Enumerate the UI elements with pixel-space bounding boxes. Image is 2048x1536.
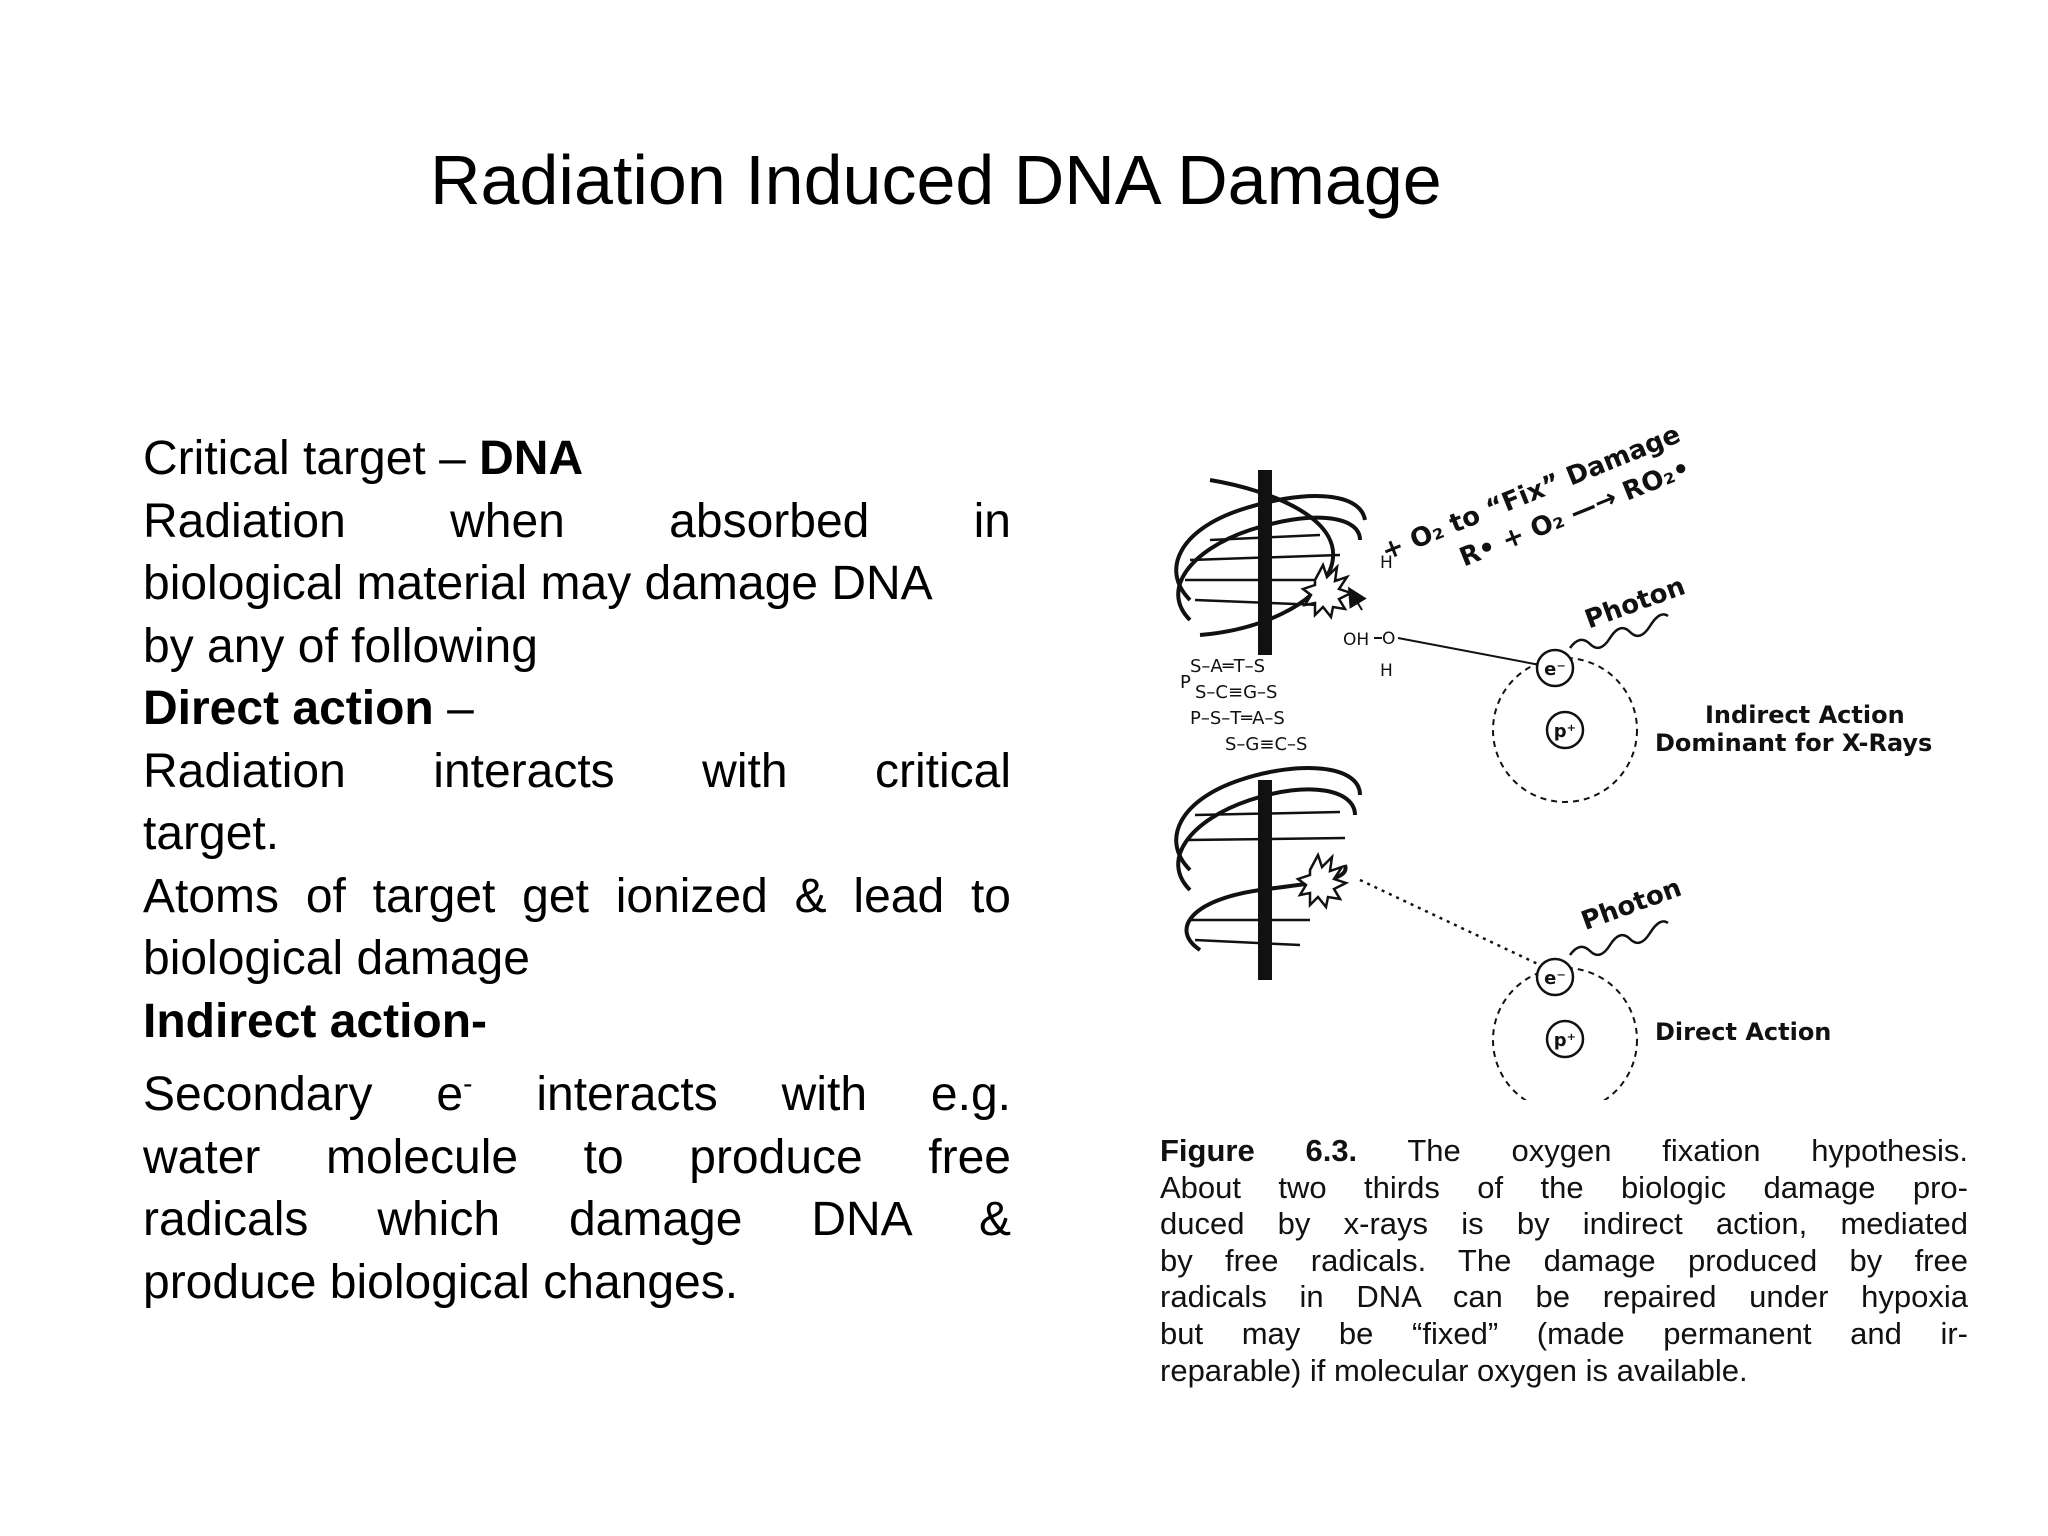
electron-label-upper: e⁻ (1544, 659, 1566, 680)
atom-lower: e⁻ p⁺ (1492, 957, 1638, 1100)
critical-target-prefix: Critical target – (143, 432, 480, 485)
o-label: O (1382, 629, 1395, 649)
caption-line-3: duced by x-rays is by indirect action, m… (1160, 1206, 1968, 1242)
proton-label-upper: p⁺ (1554, 721, 1576, 742)
slide-title: Radiation Induced DNA Damage (430, 141, 1442, 219)
electron-label-lower: e⁻ (1544, 968, 1566, 989)
direct-path-dotted (1359, 878, 1541, 967)
critical-target-line: Critical target – DNA (143, 428, 1011, 491)
dna-helix-upper (1174, 470, 1367, 655)
figure-number: Figure 6.3. (1160, 1133, 1358, 1168)
base-pair-1: S–A═T–S (1190, 656, 1265, 677)
critical-target-dna: DNA (479, 432, 584, 485)
indirect-action-heading-line: Indirect action- (143, 991, 1011, 1054)
photon-wave-upper (1568, 613, 1669, 650)
damage-burst-upper (1300, 561, 1355, 620)
oxygen-fixation-figure: S–A═T–S S–C≡G–S P–S–T═A–S S–G≡C–S P + O (1150, 420, 1980, 1100)
photon-wave-lower (1568, 920, 1669, 957)
proton-label-lower: p⁺ (1554, 1030, 1576, 1051)
indirect-line-1-a: Secondary e (143, 1068, 464, 1121)
indirect-line-3: radicals which damage DNA & (143, 1193, 1011, 1246)
direct-line-4: biological damage (143, 932, 530, 985)
direct-line-2: target. (143, 807, 280, 860)
caption-line-5: radicals in DNA can be repaired under hy… (1160, 1279, 1968, 1315)
backbone-p-label: P (1180, 672, 1191, 693)
body-text: Critical target – DNA Radiation when abs… (143, 428, 1011, 1314)
intro-line-3: by any of following (143, 619, 538, 673)
caption-line-2: About two thirds of the biologic damage … (1160, 1169, 1968, 1205)
direct-line-1: Radiation interacts with critical (143, 744, 1011, 798)
indirect-line-1-b: interacts with e.g. (472, 1068, 1011, 1121)
photon-label-upper: Photon (1581, 571, 1689, 635)
caption-line-6: but may be “fixed” (made permanent and i… (1160, 1315, 1968, 1351)
caption-line-4: by free radicals. The damage produced by… (1160, 1242, 1968, 1278)
intro-line-2: biological material may damage DNA (143, 557, 933, 610)
direct-action-label: Direct Action (1655, 1018, 1831, 1046)
base-pair-3: P–S–T═A–S (1190, 708, 1285, 729)
dna-helix-lower (1174, 766, 1362, 980)
base-pair-2: S–C≡G–S (1195, 682, 1277, 703)
photon-label-lower: Photon (1577, 873, 1685, 937)
fix-damage-label-group: + O₂ to “Fix” Damage R• + O₂ —→ RO₂• (1377, 420, 1694, 573)
atom-upper: e⁻ p⁺ (1492, 648, 1638, 803)
electron-superscript: - (463, 1068, 473, 1099)
indirect-line-1: Secondary e- interacts with e.g. (143, 1053, 1011, 1127)
indirect-action-label-1: Indirect Action (1705, 701, 1905, 729)
base-pairs: S–A═T–S S–C≡G–S P–S–T═A–S S–G≡C–S P (1180, 656, 1307, 755)
indirect-line-4: produce biological changes. (143, 1255, 739, 1309)
indirect-action-heading: Indirect action- (143, 994, 488, 1048)
caption-line-1-rest: The oxygen fixation hypothesis. (1357, 1133, 1969, 1168)
indirect-action-label-2: Dominant for X-Rays (1655, 729, 1932, 757)
caption-line-7: reparable) if molecular oxygen is availa… (1160, 1352, 1748, 1388)
base-pair-4: S–G≡C–S (1225, 734, 1307, 755)
dna-diagram: S–A═T–S S–C≡G–S P–S–T═A–S S–G≡C–S P + O (1174, 420, 1932, 1100)
indirect-line-2: water molecule to produce free (143, 1130, 1011, 1184)
direct-action-heading: Direct action (143, 682, 434, 735)
h-top-label: H (1380, 553, 1393, 573)
h-bottom-label: H (1380, 661, 1393, 681)
caption-line-1: Figure 6.3. The oxygen fixation hypothes… (1160, 1133, 1968, 1170)
damage-burst-lower (1295, 851, 1350, 910)
direct-action-heading-line: Direct action – (143, 678, 1011, 741)
water-molecule: H OH O H (1343, 553, 1541, 681)
direct-action-dash: – (433, 682, 474, 735)
figure-caption: Figure 6.3. The oxygen fixation hypothes… (1160, 1133, 1968, 1389)
oh-label: OH (1343, 630, 1369, 650)
direct-line-3: Atoms of target get ionized & lead to (143, 869, 1011, 923)
intro-line-1: Radiation when absorbed in (143, 494, 1011, 548)
